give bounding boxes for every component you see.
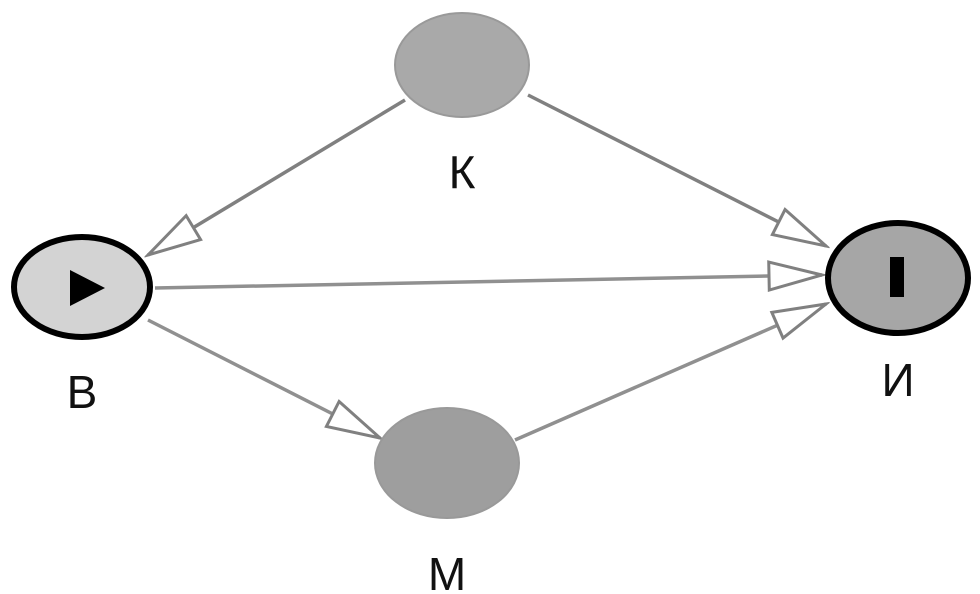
node-b[interactable]: В	[11, 234, 153, 418]
edge-k-to-b	[148, 98, 406, 255]
node-m[interactable]: М	[374, 407, 520, 594]
node-b-label: В	[67, 366, 98, 418]
edge-m-to-i	[514, 304, 826, 442]
bar-icon	[890, 257, 904, 297]
play-icon	[70, 270, 105, 306]
node-i[interactable]: И	[825, 220, 971, 406]
node-k[interactable]: К	[394, 12, 530, 198]
node-k-label: К	[449, 146, 476, 198]
edge-b-to-m	[147, 318, 380, 438]
node-i-label: И	[881, 354, 914, 406]
edge-k-to-i	[527, 93, 826, 246]
node-m-label: М	[428, 548, 466, 594]
edge-b-to-i	[154, 275, 822, 288]
